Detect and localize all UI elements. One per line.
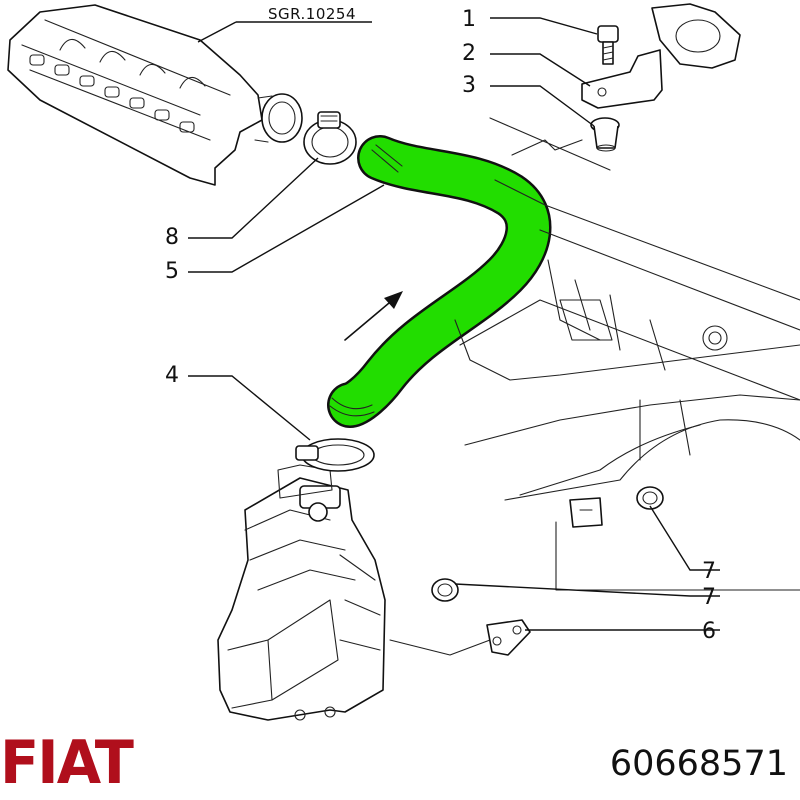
reference-code-label: SGR.10254 — [268, 5, 356, 23]
bracket-2 — [581, 3, 741, 109]
callout-1: 1 — [462, 7, 476, 32]
flow-direction-arrow — [344, 291, 403, 341]
callout-7-lower: 7 — [702, 585, 716, 610]
bolt-1 — [597, 25, 619, 65]
intake-manifold — [7, 4, 303, 186]
grommet-7-left — [431, 578, 459, 602]
hose-clamp-lower — [295, 438, 375, 472]
grommet-7-right — [636, 486, 664, 510]
callout-7-upper: 7 — [702, 559, 716, 584]
callout-8: 8 — [165, 225, 179, 250]
leader-lines — [188, 17, 720, 631]
brand-logo: FIAT — [0, 728, 134, 798]
bracket-6 — [486, 619, 531, 656]
callout-5: 5 — [165, 259, 179, 284]
callout-2: 2 — [462, 41, 476, 66]
intercooler-assembly — [217, 464, 386, 721]
callout-4: 4 — [165, 363, 179, 388]
callout-6: 6 — [702, 619, 716, 644]
body-panel — [389, 179, 800, 656]
intercooler-hose-highlighted — [327, 135, 552, 428]
grommet-3 — [590, 117, 620, 152]
callout-3: 3 — [462, 73, 476, 98]
part-number: 60668571 — [610, 744, 788, 784]
hose-clamp-upper — [303, 111, 357, 165]
